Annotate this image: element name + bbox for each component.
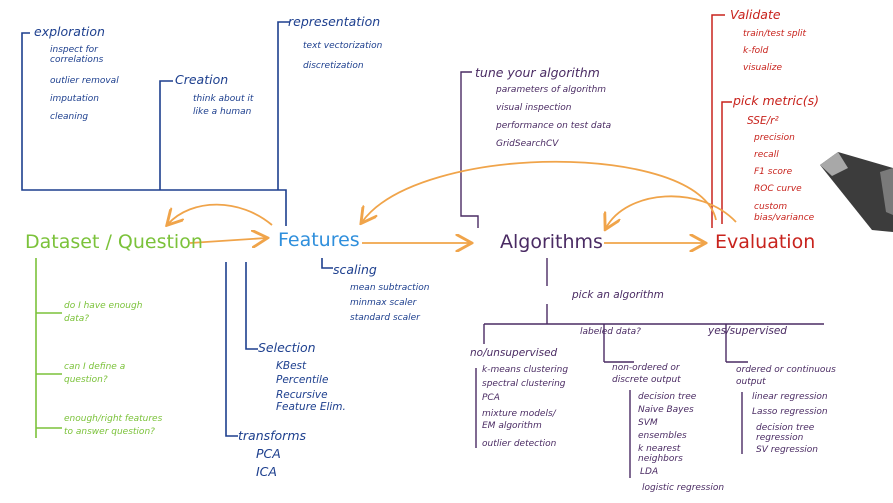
non-ordered-item: k nearest neighbors (638, 444, 683, 464)
scaling-item: mean subtraction (350, 283, 430, 293)
flow-arrows (168, 160, 737, 243)
exploration-item: cleaning (50, 112, 89, 122)
transforms-title: transforms (238, 428, 307, 443)
selection-item: KBest (276, 360, 307, 372)
exploration-item: imputation (50, 94, 99, 104)
non-ordered-item: LDA (640, 467, 659, 477)
ordered-item: linear regression (752, 392, 828, 402)
transforms-item: PCA (256, 446, 281, 461)
ordered-item: SV regression (756, 445, 819, 455)
metric-item: ROC curve (754, 184, 802, 194)
unsupervised-item: mixture models/ EM algorithm (482, 409, 556, 431)
transforms-item: ICA (256, 464, 277, 479)
ordered-title: ordered or continuous output (736, 365, 836, 387)
ordered-item: Lasso regression (752, 407, 828, 417)
question-define: can I define a question? (64, 362, 126, 385)
exploration-item: outlier removal (50, 76, 119, 86)
exploration-item: inspect for correlations (50, 45, 104, 65)
pick-title: pick an algorithm (572, 289, 664, 301)
validate-item: visualize (743, 63, 782, 73)
representation-title: representation (288, 14, 381, 29)
metric-item: SSE/r² (747, 115, 779, 127)
dataset-brackets (35, 258, 62, 438)
exploration-title: exploration (34, 24, 105, 39)
feature-brackets (21, 21, 333, 437)
metric-item: custom bias/variance (754, 202, 815, 223)
marker-pen-icon (820, 152, 893, 232)
non-ordered-title: non-ordered or discrete output (612, 363, 681, 385)
creation-title: Creation (175, 72, 229, 87)
ordered-item: decision tree regression (756, 423, 815, 443)
selection-title: Selection (258, 340, 316, 355)
non-ordered-item: Naive Bayes (638, 405, 694, 415)
representation-item: text vectorization (303, 41, 383, 51)
validate-title: Validate (730, 7, 781, 22)
unsupervised-item: PCA (482, 393, 500, 403)
selection-item: Recursive Feature Elim. (276, 389, 346, 413)
unsupervised-item: k-means clustering (482, 365, 569, 375)
evaluation-brackets (711, 14, 732, 228)
selection-item: Percentile (276, 374, 329, 386)
node-algorithms: Algorithms (500, 231, 603, 253)
non-ordered-item: logistic regression (642, 483, 725, 493)
unsupervised-item: outlier detection (482, 439, 557, 449)
creation-item: think about it like a human (193, 94, 254, 117)
node-evaluation: Evaluation (715, 231, 816, 253)
tune-item: GridSearchCV (496, 139, 559, 149)
representation-item: discretization (303, 61, 364, 71)
unsupervised-title: no/unsupervised (470, 347, 558, 359)
tune-item: performance on test data (496, 121, 612, 131)
question-features: enough/right features to answer question… (64, 414, 163, 437)
non-ordered-item: decision tree (638, 392, 697, 402)
unsupervised-item: spectral clustering (482, 379, 566, 389)
tune-item: visual inspection (496, 103, 572, 113)
non-ordered-item: ensembles (638, 431, 687, 441)
algorithm-brackets (460, 71, 824, 478)
scaling-item: standard scaler (350, 313, 420, 323)
scaling-title: scaling (333, 262, 377, 277)
metric-item: F1 score (754, 167, 793, 177)
labeled-question: labeled data? (580, 327, 641, 337)
node-dataset-question: Dataset / Question (25, 231, 203, 253)
metrics-title: pick metric(s) (733, 93, 820, 108)
validate-item: k-fold (743, 46, 769, 56)
non-ordered-item: SVM (638, 418, 658, 428)
supervised-title: yes/supervised (708, 325, 787, 337)
tune-item: parameters of algorithm (496, 85, 607, 95)
validate-item: train/test split (743, 29, 807, 39)
tune-title: tune your algorithm (475, 65, 600, 80)
node-features: Features (278, 229, 360, 251)
metric-item: precision (754, 133, 795, 143)
question-enough-data: do I have enough data? (64, 301, 143, 324)
metric-item: recall (754, 150, 779, 160)
scaling-item: minmax scaler (350, 298, 417, 308)
